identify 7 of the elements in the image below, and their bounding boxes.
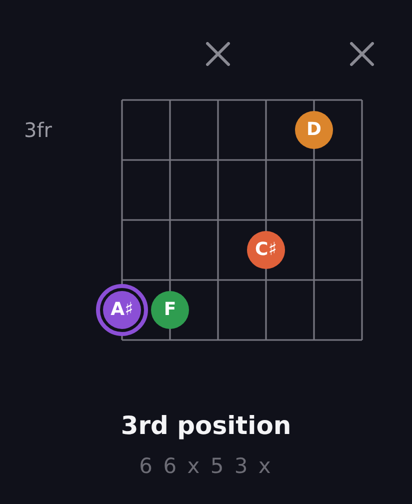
fret-number-label: 3fr (24, 118, 52, 142)
chord-title: 3rd position (120, 411, 292, 440)
note-marker: F (151, 291, 189, 329)
root-note-marker: A♯ (96, 284, 148, 336)
fingering-caption: 6 6 x 5 3 x (139, 454, 273, 478)
note-marker: D (295, 111, 333, 149)
note-marker: C♯ (247, 231, 285, 269)
